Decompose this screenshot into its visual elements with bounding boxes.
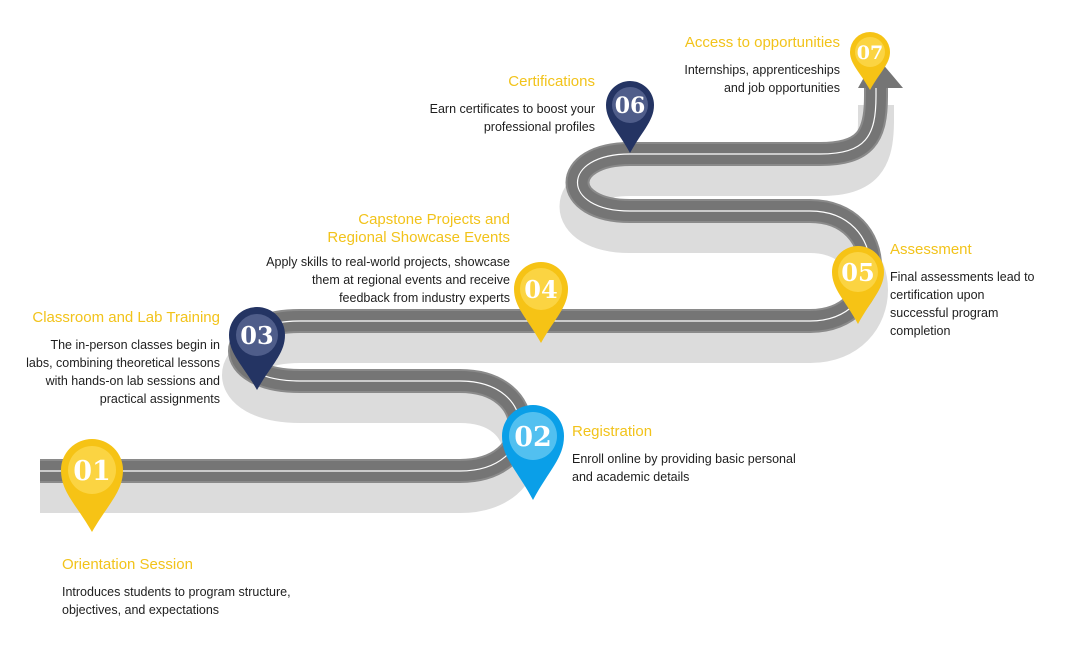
pin-07: 07: [850, 32, 890, 90]
step-description-line: Earn certificates to boost your: [429, 102, 595, 116]
step-title: Capstone Projects and Regional Showcase …: [230, 211, 510, 247]
step-description-line: certification upon: [890, 288, 985, 302]
step-description: Earn certificates to boost your professi…: [400, 100, 595, 136]
step-description-line: Enroll online by providing basic persona…: [572, 452, 796, 466]
step-description-line: professional profiles: [483, 120, 595, 134]
pin-07-number: 07: [857, 42, 883, 64]
step-title: Classroom and Lab Training: [32, 309, 220, 326]
step-description: Internships, apprenticeships and job opp…: [640, 61, 840, 97]
step-title-line: Regional Showcase Events: [327, 229, 510, 246]
step-description-line: them at regional events and receive: [311, 273, 510, 287]
step-description-line: objectives, and expectations: [62, 603, 220, 617]
step-assessment: Assessment Final assessments lead to cer…: [890, 241, 1065, 340]
step-opportunities: Access to opportunities Internships, app…: [640, 34, 840, 97]
pin-01: 01: [61, 439, 123, 532]
pin-04-number: 04: [524, 275, 557, 304]
step-description: Apply skills to real-world projects, sho…: [230, 253, 510, 307]
pin-04: 04: [514, 262, 568, 343]
step-description-line: and academic details: [572, 470, 690, 484]
pin-02-number: 02: [514, 422, 552, 453]
pin-06-number: 06: [615, 93, 646, 119]
step-description-line: The in-person classes begin in: [50, 338, 220, 352]
step-description: The in-person classes begin in labs, com…: [10, 336, 220, 408]
step-description-line: and job opportunities: [723, 81, 840, 95]
road-shadow: [40, 102, 894, 513]
step-description-line: with hands-on lab sessions and: [45, 374, 220, 388]
step-title: Access to opportunities: [684, 34, 840, 51]
pin-01-number: 01: [73, 456, 111, 487]
step-orientation: Orientation Session Introduces students …: [62, 556, 362, 619]
step-description-line: successful program: [890, 306, 999, 320]
step-title: Assessment: [890, 241, 972, 258]
step-description-line: labs, combining theoretical lessons: [26, 356, 220, 370]
pin-03-number: 03: [240, 321, 273, 350]
step-description-line: feedback from industry experts: [339, 291, 510, 305]
step-description: Enroll online by providing basic persona…: [572, 450, 852, 486]
step-certifications: Certifications Earn certificates to boos…: [400, 73, 595, 136]
step-description-line: Introduces students to program structure…: [62, 585, 291, 599]
step-description-line: practical assignments: [99, 392, 220, 406]
step-description: Final assessments lead to certification …: [890, 268, 1065, 340]
step-description-line: completion: [890, 324, 951, 338]
step-description-line: Internships, apprenticeships: [684, 63, 840, 77]
pin-02: 02: [502, 405, 564, 500]
step-description-line: Apply skills to real-world projects, sho…: [266, 255, 510, 269]
step-title: Registration: [572, 423, 653, 440]
step-title-line: Capstone Projects and: [358, 211, 510, 228]
step-capstone: Capstone Projects and Regional Showcase …: [230, 211, 510, 307]
pin-05: 05: [832, 246, 884, 324]
step-description: Introduces students to program structure…: [62, 583, 362, 619]
pin-03: 03: [229, 307, 285, 390]
step-classroom-lab: Classroom and Lab Training The in-person…: [10, 309, 220, 408]
step-description-line: Final assessments lead to: [890, 270, 1035, 284]
step-title: Orientation Session: [62, 556, 193, 573]
step-registration: Registration Enroll online by providing …: [572, 423, 852, 486]
pin-05-number: 05: [841, 258, 874, 287]
step-title: Certifications: [508, 73, 595, 90]
pin-06: 06: [606, 81, 654, 153]
